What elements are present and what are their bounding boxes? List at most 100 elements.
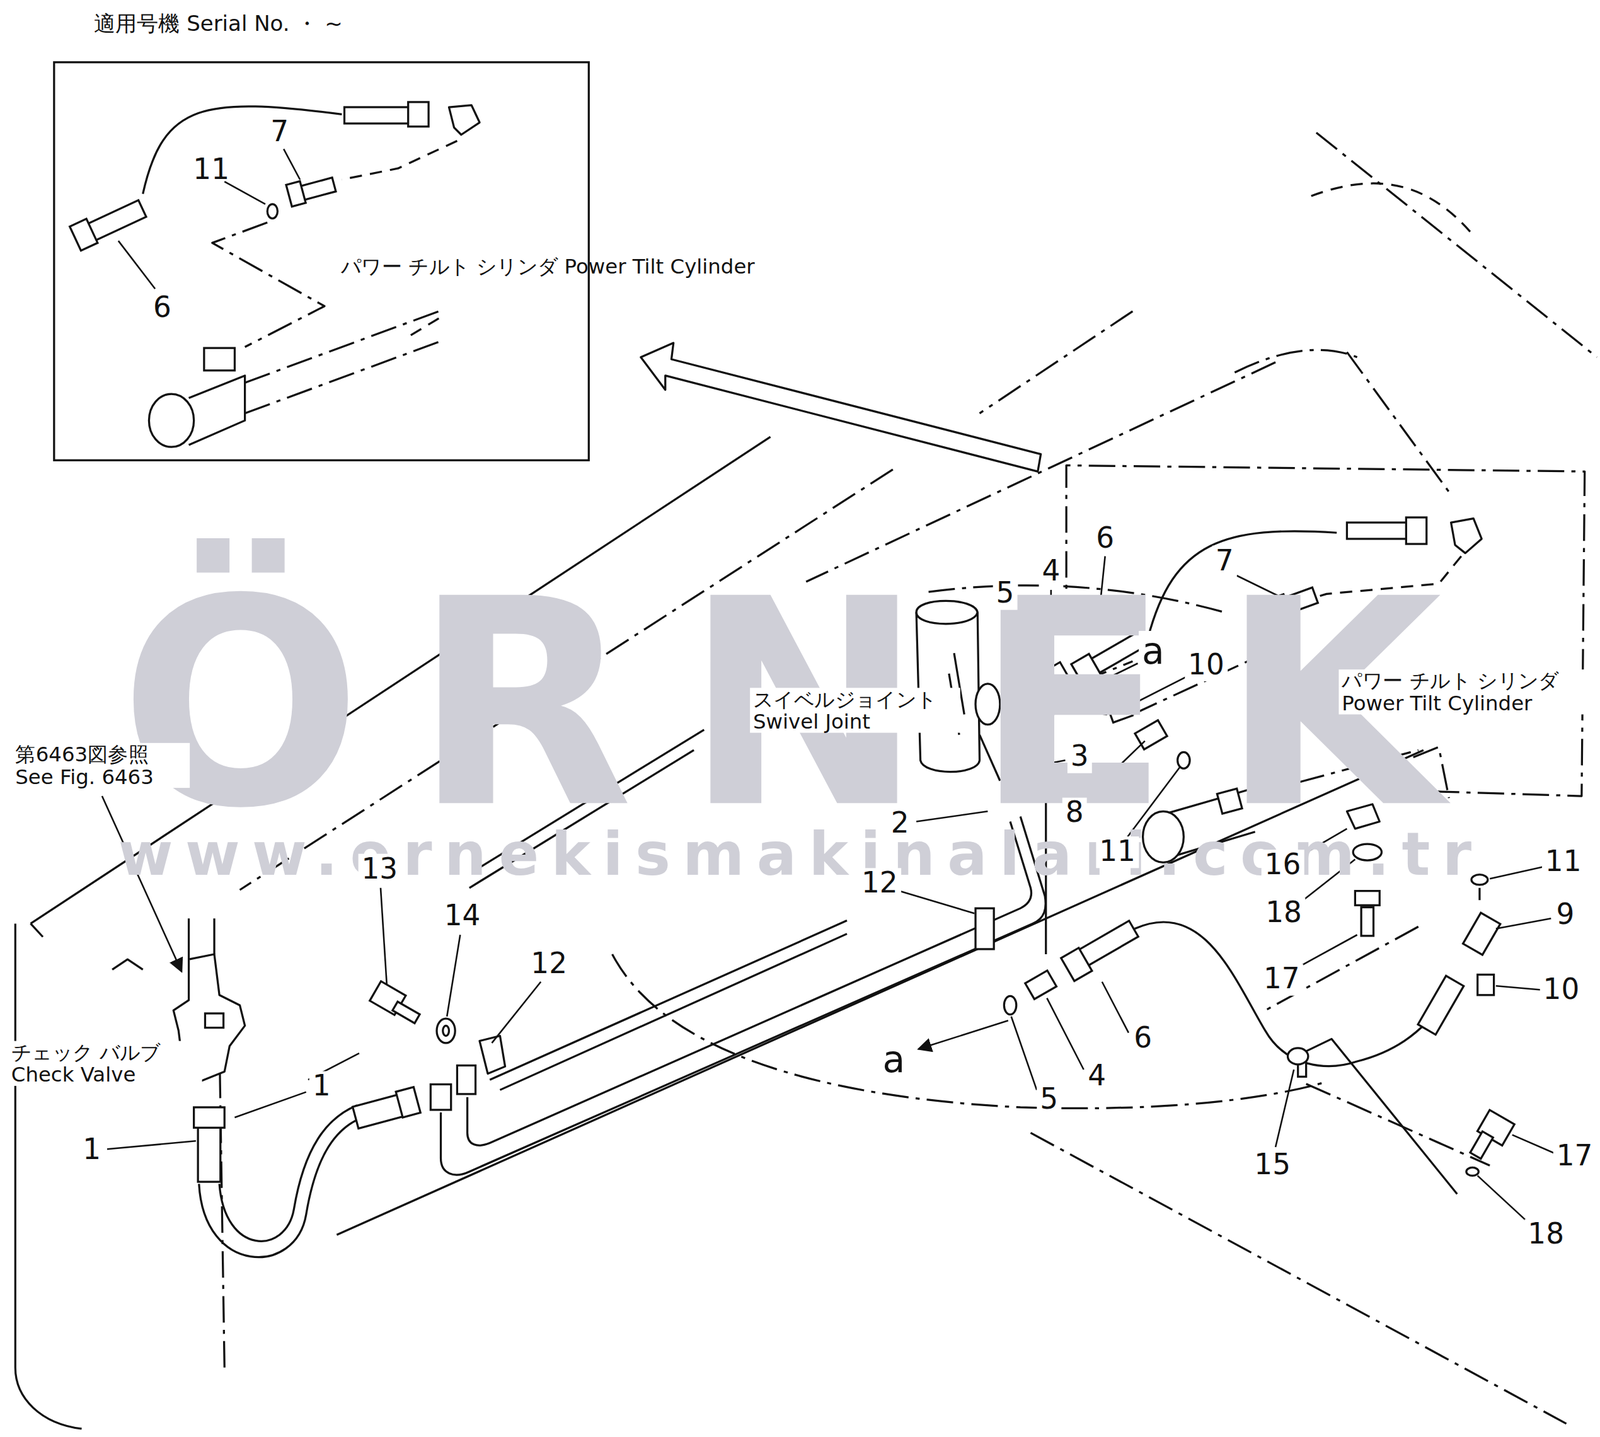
blade-edge xyxy=(1316,132,1597,358)
bolt-shank xyxy=(1470,1131,1493,1159)
callout-number: 2 xyxy=(887,807,913,840)
blade-edge xyxy=(112,959,144,970)
callout-number: 12 xyxy=(527,948,570,980)
leader-line xyxy=(491,981,541,1043)
leader-line xyxy=(224,181,266,205)
hex-nut xyxy=(1061,947,1093,982)
hose xyxy=(143,106,343,195)
cylinder xyxy=(245,341,440,413)
leader-line xyxy=(1275,1069,1294,1147)
callout-number: 3 xyxy=(1067,741,1093,774)
leader-line xyxy=(896,889,975,914)
callout-number: 1 xyxy=(79,1134,104,1166)
hex-nut xyxy=(395,1087,421,1118)
hose xyxy=(199,1117,363,1258)
hose-clamp xyxy=(1288,1047,1309,1065)
callout-number: 18 xyxy=(1524,1218,1567,1251)
bolt-shank xyxy=(392,1001,420,1023)
elbow-fitting xyxy=(456,1065,476,1094)
callout-number: a xyxy=(879,1039,909,1080)
valve-port xyxy=(204,1013,224,1028)
hydraulic-tube xyxy=(489,920,847,1081)
callout-number: 17 xyxy=(1553,1140,1596,1173)
callout-number: 7 xyxy=(1212,545,1238,578)
callout-number: 10 xyxy=(1540,974,1583,1006)
o-ring xyxy=(267,204,278,219)
cylinder xyxy=(189,375,246,445)
part-name: チェック バルブ Check Valve xyxy=(8,1041,203,1086)
leader-line xyxy=(918,1020,1008,1049)
callout-number: 1 xyxy=(309,1071,334,1103)
leader-line xyxy=(107,1140,196,1149)
plug xyxy=(1477,974,1495,995)
hose-end xyxy=(1346,522,1408,539)
blade-edge xyxy=(1311,183,1475,237)
hose-end xyxy=(344,107,411,124)
check-valve xyxy=(189,918,215,960)
callout-number: 5 xyxy=(1036,1084,1062,1117)
callout-number: 6 xyxy=(153,292,172,324)
blade-edge xyxy=(1030,1132,1566,1423)
elbow-fitting xyxy=(430,1083,451,1110)
blade-edge xyxy=(1234,349,1357,373)
detail-inset-frame: 適用号機 Serial No. ・ ~7116パワー チルト シリンダ Powe… xyxy=(52,61,590,462)
callout-number: 5 xyxy=(993,577,1018,610)
callout-number: 6 xyxy=(1130,1022,1156,1055)
callout-number: 11 xyxy=(1095,836,1139,868)
blade-edge xyxy=(979,311,1133,414)
leader-line xyxy=(1496,918,1551,929)
leader-line xyxy=(1512,1134,1560,1156)
leader-line xyxy=(1496,985,1543,990)
leader-line xyxy=(1011,1016,1037,1091)
hose-end xyxy=(197,1120,221,1182)
reference-note: 第6463図参照 See Fig. 6463 xyxy=(11,742,190,788)
callout-number: 11 xyxy=(192,154,230,186)
hex-nut xyxy=(286,181,306,207)
adapter-fitting xyxy=(1025,970,1057,999)
leader-line xyxy=(380,887,387,984)
illustration-lines xyxy=(15,105,1597,1429)
callout-number: 13 xyxy=(358,853,401,886)
part-name: パワー チルト シリンダ Power Tilt Cylinder xyxy=(340,255,582,278)
leader-line xyxy=(341,140,457,180)
callout-number: 6 xyxy=(1092,523,1118,555)
leader-line xyxy=(1046,998,1084,1070)
part-name: パワー チルト シリンダ Power Tilt Cylinder xyxy=(1338,669,1586,714)
part-name: スイベルジョイント Swivel Joint xyxy=(749,687,961,733)
hex-nut xyxy=(194,1107,225,1128)
callout-number: 14 xyxy=(441,900,484,933)
cylinder-end xyxy=(148,393,194,447)
hex-nut xyxy=(69,218,98,251)
callout-number: 18 xyxy=(1262,897,1305,929)
hex-nut xyxy=(408,102,429,127)
leader-line xyxy=(1293,934,1357,970)
cylinder-port xyxy=(204,347,236,371)
callout-number: 7 xyxy=(270,117,289,149)
hose xyxy=(1134,921,1429,1066)
hex-nut xyxy=(1405,517,1427,544)
o-ring xyxy=(1003,995,1016,1014)
blade-edge xyxy=(15,923,82,1429)
cylinder xyxy=(245,311,440,383)
callout-number: 12 xyxy=(858,867,901,900)
callout-number: 11 xyxy=(1542,846,1585,878)
callout-number: 8 xyxy=(1062,797,1088,830)
hose xyxy=(219,1105,358,1242)
hydraulic-tube xyxy=(499,933,847,1091)
direction-arrow xyxy=(640,342,1042,472)
bolt-head xyxy=(1354,891,1380,906)
washer xyxy=(436,1018,455,1043)
elbow-fitting xyxy=(448,105,480,135)
leader-line xyxy=(408,318,440,337)
callout-number: 4 xyxy=(1039,555,1064,588)
washer xyxy=(1466,1167,1479,1176)
serial-heading: 適用号機 Serial No. ・ ~ xyxy=(93,12,343,36)
hose-end xyxy=(1417,975,1464,1035)
leader-line xyxy=(118,240,156,289)
leader-line xyxy=(212,222,325,348)
callout-number: 4 xyxy=(1084,1060,1110,1093)
callout-number: 16 xyxy=(1261,849,1304,881)
leader-line xyxy=(1102,981,1129,1033)
leader-line xyxy=(1478,887,1481,904)
